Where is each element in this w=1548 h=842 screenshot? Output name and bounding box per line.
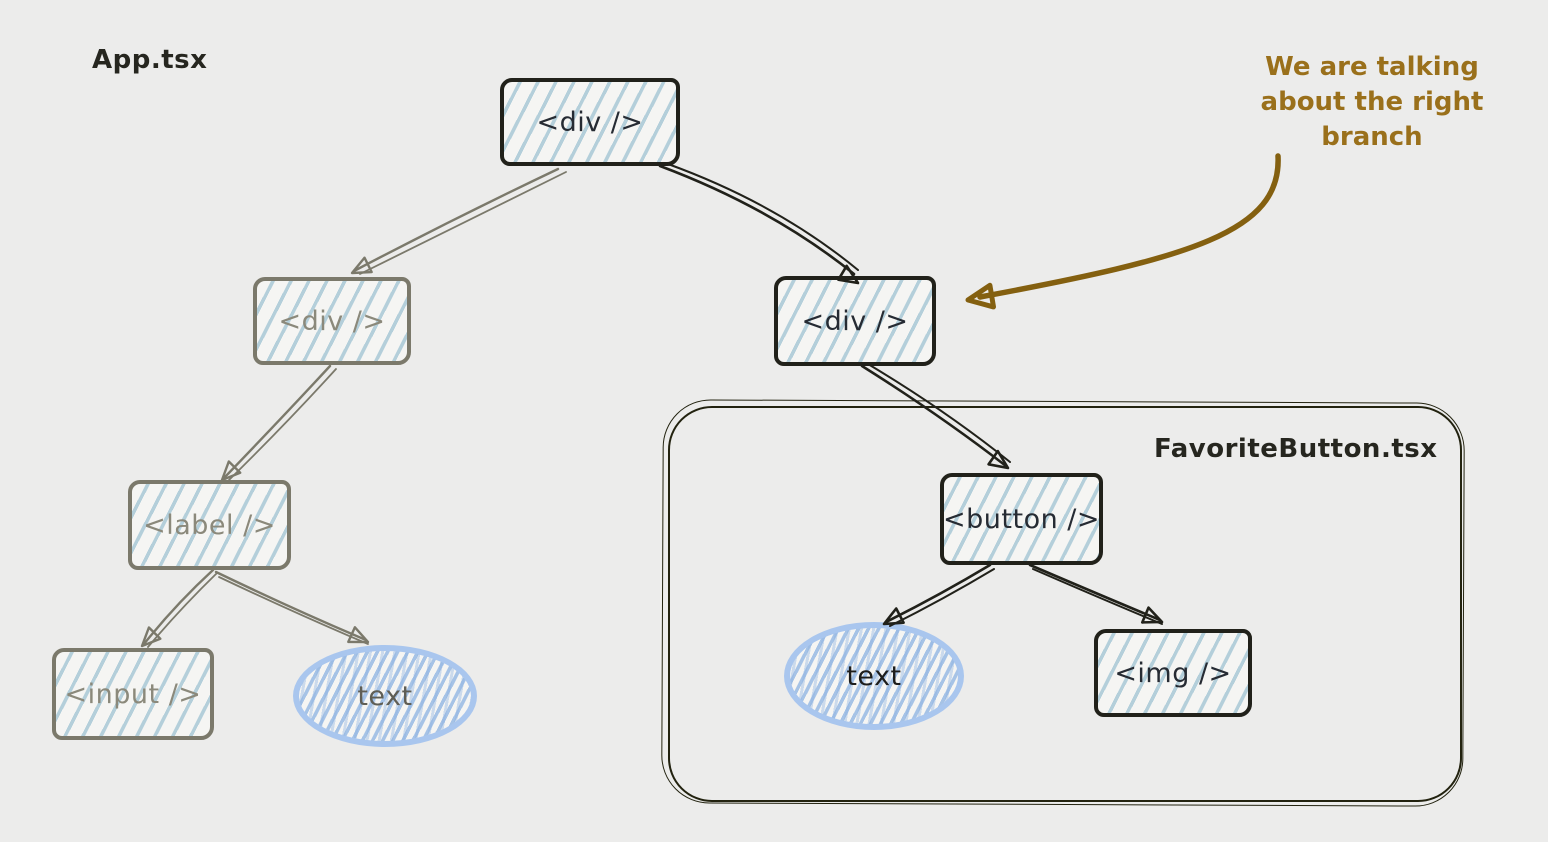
node-left-div: <div /> <box>253 277 411 365</box>
favorite-button-file-label: FavoriteButton.tsx <box>1154 434 1438 464</box>
node-label-element: <label /> <box>128 480 291 570</box>
node-label: <input /> <box>64 678 202 710</box>
node-right-div: <div /> <box>774 276 936 366</box>
edge-label-to-input <box>140 568 218 648</box>
node-label: <button /> <box>943 503 1100 535</box>
node-root-div: <div /> <box>500 78 680 166</box>
node-label: <div /> <box>278 305 386 337</box>
node-label: text <box>846 660 902 692</box>
edge-root-to-right-div <box>658 163 860 285</box>
node-button-element: <button /> <box>940 473 1103 565</box>
edge-label-to-left-text <box>214 570 370 645</box>
node-label: <div /> <box>536 106 644 138</box>
node-label: text <box>357 680 413 712</box>
edge-root-to-left-div <box>350 167 567 275</box>
favorite-button-frame <box>668 406 1462 802</box>
annotation-arrow <box>965 153 1281 310</box>
annotation-text: We are talking about the right branch <box>1260 52 1484 153</box>
node-left-text: text <box>293 645 477 747</box>
edge-left-div-to-label <box>220 364 337 482</box>
node-label: <label /> <box>143 509 276 541</box>
node-label: <div /> <box>801 305 909 337</box>
node-img-element: <img /> <box>1094 629 1252 717</box>
node-right-text: text <box>784 622 964 730</box>
app-file-label: App.tsx <box>92 45 208 75</box>
node-label: <img /> <box>1114 657 1232 689</box>
node-input-element: <input /> <box>52 648 214 740</box>
